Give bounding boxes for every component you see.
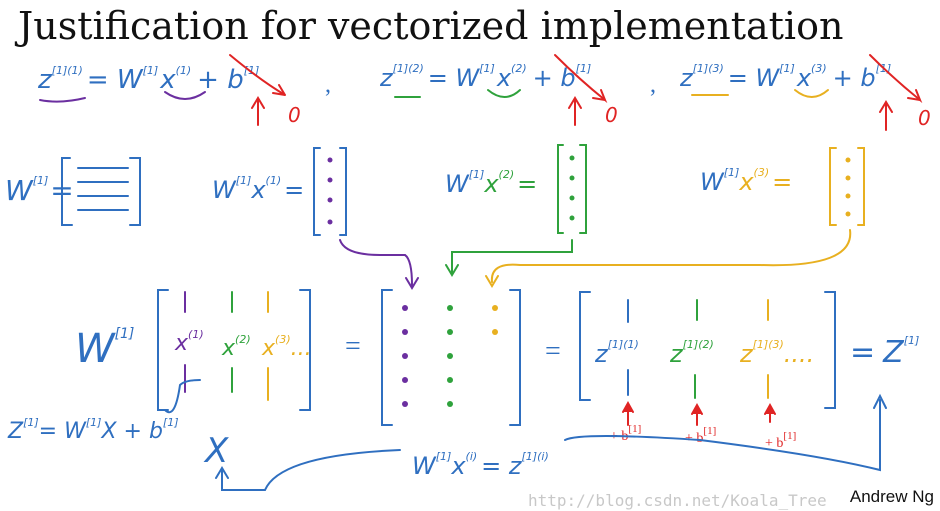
product-x1: W[1]x(1)= [212, 147, 347, 236]
equation-z1: z[1](1)= W[1]x(1)+ b[1] 0 [37, 54, 301, 127]
slide-title: Justification for vectorized implementat… [18, 4, 844, 48]
matrix-dot [402, 353, 408, 359]
svg-text:z[1](1): z[1](1) [594, 338, 639, 368]
equals: = [345, 331, 361, 362]
svg-text:z[1](2)= W[1]x(2)+ b[1]: z[1](2)= W[1]x(2)+ b[1] [379, 62, 591, 92]
z-matrix-brackets [579, 291, 836, 409]
equals: = [545, 336, 561, 367]
svg-text:z[1](1)= W[1]x(1)+ b[1]: z[1](1)= W[1]x(1)+ b[1] [37, 64, 259, 95]
matrix-dot [492, 305, 498, 311]
x-matrix-brackets [157, 289, 311, 411]
svg-text:+ b[1]: + b[1] [685, 425, 716, 446]
svg-text:+ b[1]: + b[1] [765, 430, 796, 451]
svg-text:x(2): x(2) [221, 333, 251, 361]
matrix-dot [447, 401, 453, 407]
w-matrix-label: W[1] [75, 326, 134, 372]
x-matrix-label: X [203, 431, 229, 471]
matrix-dot [447, 377, 453, 383]
bias-annotations: + b[1] + b[1] + b[1] [610, 400, 796, 451]
product-x3: W[1]x(3)= [700, 147, 865, 226]
matrix-dot [492, 329, 498, 335]
product-x2: W[1]x(2)= [445, 144, 587, 234]
comma: , [650, 72, 656, 98]
svg-text:W[1]x(1)=: W[1]x(1)= [212, 174, 304, 204]
matrix-dot [402, 401, 408, 407]
svg-text:0: 0 [288, 103, 301, 127]
matrix-dot [447, 305, 453, 311]
equation-z3: z[1](3)= W[1]x(3)+ b[1] 0 [679, 54, 931, 131]
watermark: http://blog.csdn.net/Koala_Tree [528, 491, 827, 510]
z-result: =Z[1] [850, 334, 919, 370]
comma: , [325, 72, 331, 98]
matrix-dot [402, 305, 408, 311]
matrix-dot [402, 377, 408, 383]
author-credit: Andrew Ng [849, 487, 934, 506]
svg-text:x(3)...: x(3)... [261, 333, 312, 361]
equation-z2: z[1](2)= W[1]x(2)+ b[1] 0 [379, 54, 618, 127]
svg-text:z[1](3)= W[1]x(3)+ b[1]: z[1](3)= W[1]x(3)+ b[1] [679, 62, 891, 92]
svg-text:W[1]x(2)=: W[1]x(2)= [445, 168, 537, 198]
x-matrix-columns: x(1) x(2) x(3)... [174, 291, 312, 401]
w-matrix-definition: W[1]= [5, 157, 141, 226]
matrix-dot [447, 329, 453, 335]
dot-matrix-brackets [381, 289, 521, 426]
svg-text:0: 0 [918, 106, 931, 130]
full-vectorized-equation: Z[1]= W[1]X + b[1] [7, 416, 179, 444]
svg-text:W[1]=: W[1]= [5, 174, 74, 207]
dot-matrix [402, 305, 498, 407]
z-matrix-columns: z[1](1) z[1](2) z[1](3).... [594, 299, 814, 399]
svg-text:W[1]x(3)=: W[1]x(3)= [700, 166, 792, 196]
matrix-dot [447, 353, 453, 359]
svg-text:z[1](2): z[1](2) [669, 338, 714, 368]
matrix-dot [402, 329, 408, 335]
svg-text:0: 0 [605, 103, 618, 127]
general-column-equation: W[1]x(i)= z[1](i) [412, 450, 549, 480]
svg-text:z[1](3)....: z[1](3).... [739, 338, 814, 368]
svg-text:x(1): x(1) [174, 328, 204, 356]
svg-text:+ b[1]: + b[1] [610, 423, 641, 444]
